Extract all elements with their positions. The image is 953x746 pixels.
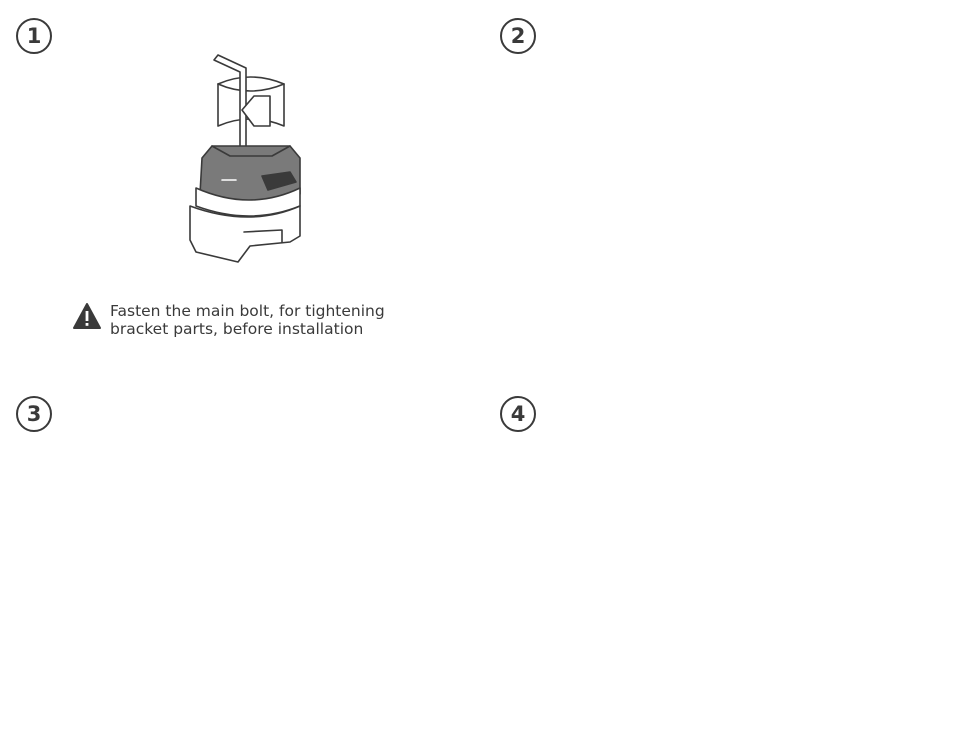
step-3-badge: 3 xyxy=(16,396,52,432)
step-2-badge: 2 xyxy=(500,18,536,54)
warning-triangle-icon xyxy=(73,303,101,329)
step-1-badge: 1 xyxy=(16,18,52,54)
warning-line-1: Fasten the main bolt, for tightening xyxy=(110,302,385,320)
installation-warning: Fasten the main bolt, for tightening bra… xyxy=(72,302,385,338)
warning-text: Fasten the main bolt, for tightening bra… xyxy=(110,302,385,338)
step-1-illustration xyxy=(189,54,301,263)
step-4-badge: 4 xyxy=(500,396,536,432)
warning-line-2: bracket parts, before installation xyxy=(110,320,364,338)
